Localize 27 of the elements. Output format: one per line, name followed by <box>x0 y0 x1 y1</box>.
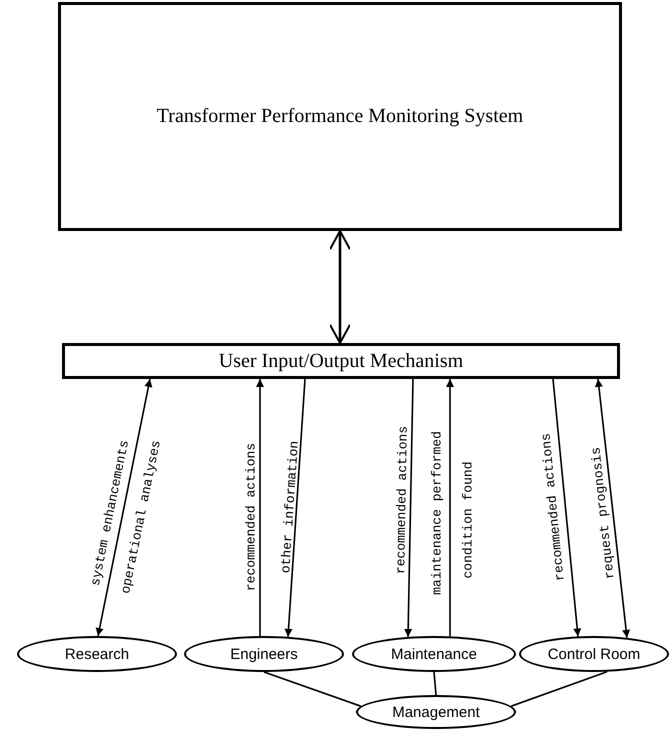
connector-line <box>510 670 608 707</box>
connector-line <box>433 672 437 696</box>
arrow <box>96 378 152 636</box>
node-label: Management <box>392 704 480 720</box>
node-label: User Input/Output Mechanism <box>218 350 464 372</box>
arrow <box>256 379 264 636</box>
edge-label: other information <box>279 440 301 574</box>
edge-label: request prognosis <box>589 446 617 580</box>
node-label: Maintenance <box>391 646 477 662</box>
process-box <box>62 343 620 379</box>
arrow <box>552 378 582 636</box>
edge-label: recommended actions <box>394 426 410 574</box>
node-label: Transformer Performance Monitoring System <box>156 105 524 128</box>
process-box <box>58 2 622 231</box>
edge-label: recommended actions <box>539 432 567 582</box>
line-annotation: condition found <box>462 461 474 579</box>
arrow <box>446 379 454 636</box>
arrow <box>284 378 306 637</box>
edge-label: recommended actions <box>244 442 258 592</box>
arrow <box>404 378 414 637</box>
connector-line <box>264 671 362 707</box>
node-label: Control Room <box>548 646 640 662</box>
edge-label: maintenance performed <box>430 431 444 595</box>
node-label: Engineers <box>230 646 298 662</box>
arrow <box>329 230 351 344</box>
node-label: Research <box>64 646 130 662</box>
arrow <box>594 378 630 638</box>
